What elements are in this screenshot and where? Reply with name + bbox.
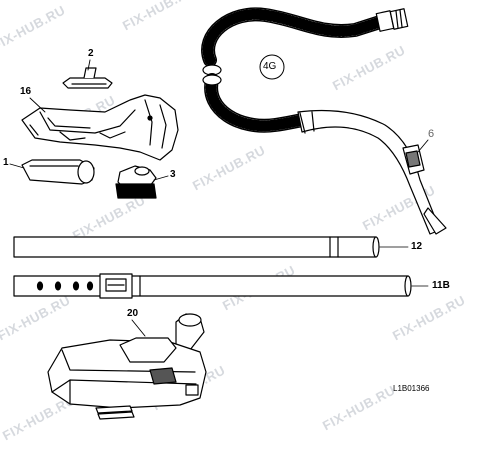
callout-11b: 11B xyxy=(432,280,450,291)
hose-group-label: 4G xyxy=(263,61,277,72)
part-3-dusting-brush xyxy=(115,165,157,199)
part-2-upholstery-nozzle xyxy=(62,67,113,89)
part-11b-telescopic-tube xyxy=(13,273,429,299)
callout-20: 20 xyxy=(127,308,139,319)
callout-12: 12 xyxy=(411,241,423,252)
callout-2: 2 xyxy=(88,48,94,59)
callout-3: 3 xyxy=(170,169,176,180)
callout-1: 1 xyxy=(3,157,9,168)
part-20-floor-nozzle xyxy=(47,313,207,420)
hose-group-marker xyxy=(259,54,285,80)
part-16-accessory-holder xyxy=(21,94,179,161)
flexible-hose xyxy=(201,7,447,235)
part-12-straight-tube xyxy=(13,236,409,258)
callout-6: 6 xyxy=(428,128,435,140)
drawing-reference: L1B01366 xyxy=(393,384,430,393)
leader-lines xyxy=(9,59,429,337)
part-1-crevice-tool xyxy=(21,159,95,185)
callout-16: 16 xyxy=(20,86,32,97)
